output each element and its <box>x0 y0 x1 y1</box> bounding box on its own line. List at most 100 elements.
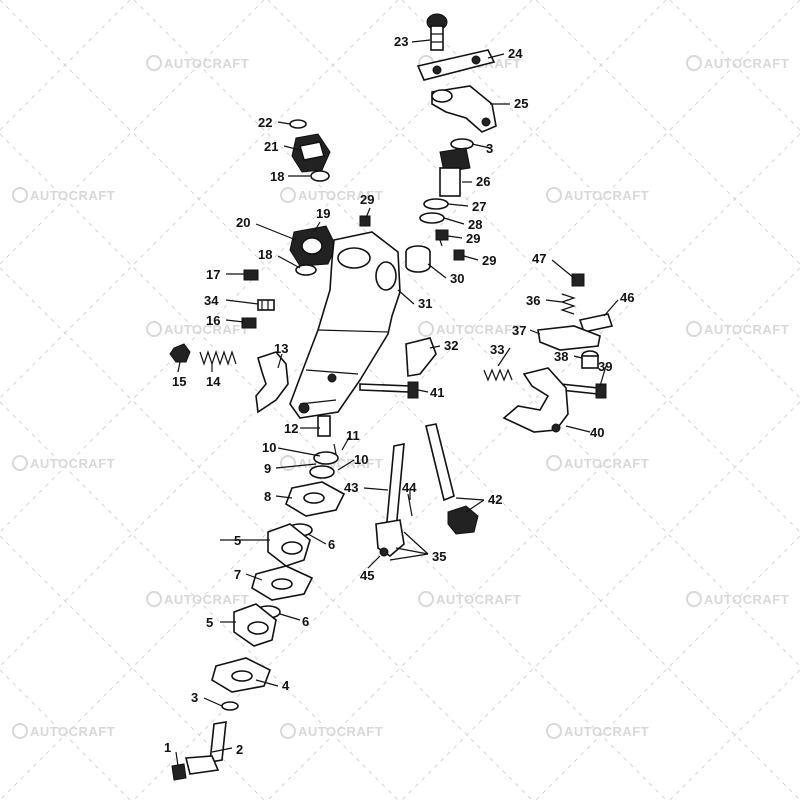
watermark: AUTOCRAFT <box>146 321 249 337</box>
callout-27: 27 <box>472 199 486 214</box>
part-small-bolt-29c <box>453 249 465 261</box>
part-top-bracket <box>431 85 497 133</box>
part-washer-27 <box>423 198 449 210</box>
callout-36: 36 <box>526 293 540 308</box>
part-plate-37 <box>537 325 601 351</box>
callout-5-lower: 5 <box>206 615 213 630</box>
part-fork-bracket-40 <box>502 367 569 433</box>
part-ring-9-lower <box>309 465 335 479</box>
part-gear-21 <box>291 133 331 173</box>
watermark-text: AUTOCRAFT <box>436 592 521 607</box>
callout-29-b: 29 <box>466 231 480 246</box>
watermark-logo-icon <box>146 591 162 607</box>
callout-44: 44 <box>402 480 417 495</box>
watermark: AUTOCRAFT <box>146 55 249 71</box>
part-bracket-32 <box>405 337 437 377</box>
part-cam-plate-5-lower <box>233 603 277 647</box>
part-bolt-41 <box>359 381 419 399</box>
part-washer-28 <box>419 212 445 224</box>
part-fitting-34 <box>257 299 275 311</box>
callout-12: 12 <box>284 421 298 436</box>
part-ring-9 <box>313 451 339 465</box>
watermark: AUTOCRAFT <box>12 187 115 203</box>
callout-39: 39 <box>598 359 612 374</box>
watermark: AUTOCRAFT <box>546 723 649 739</box>
callout-29-a: 29 <box>360 192 374 207</box>
callout-47: 47 <box>532 251 546 266</box>
callout-46: 46 <box>620 290 634 305</box>
parts-layer <box>169 13 614 781</box>
callout-6-lower: 6 <box>302 614 309 629</box>
callout-43: 43 <box>344 480 358 495</box>
watermark-logo-icon <box>546 187 562 203</box>
callout-9: 9 <box>264 461 271 476</box>
part-spring-33 <box>483 368 513 382</box>
part-bushing-38 <box>581 350 599 369</box>
callout-37: 37 <box>512 323 526 338</box>
callout-30: 30 <box>450 271 464 286</box>
part-pin-11 <box>333 443 337 455</box>
part-synchro-plate-7 <box>251 565 314 601</box>
callout-29-c: 29 <box>482 253 496 268</box>
watermark-text: AUTOCRAFT <box>564 188 649 203</box>
watermark-logo-icon <box>418 591 434 607</box>
part-spring-14 <box>199 350 237 366</box>
watermark-text: AUTOCRAFT <box>704 56 789 71</box>
watermark-text: AUTOCRAFT <box>436 322 521 337</box>
part-gear-19 <box>289 225 337 267</box>
watermark-logo-icon <box>280 187 296 203</box>
watermark-text: AUTOCRAFT <box>564 724 649 739</box>
watermark: AUTOCRAFT <box>686 321 789 337</box>
watermark-text: AUTOCRAFT <box>164 592 249 607</box>
callout-19: 19 <box>316 206 330 221</box>
callout-6-upper: 6 <box>328 537 335 552</box>
part-nut-15 <box>169 343 191 363</box>
watermark-logo-icon <box>418 321 434 337</box>
watermark-text: AUTOCRAFT <box>164 322 249 337</box>
watermark-logo-icon <box>546 455 562 471</box>
callout-4: 4 <box>282 678 290 693</box>
part-shoulder-bolt <box>426 13 448 51</box>
callout-7: 7 <box>234 567 241 582</box>
watermark-text: AUTOCRAFT <box>704 592 789 607</box>
callout-8: 8 <box>264 489 271 504</box>
watermark-layer: AUTOCRAFT AUTOCRAFT AUTOCRAFT AUTOCRAFT AUTO… <box>12 55 789 739</box>
watermark: AUTOCRAFT <box>686 55 789 71</box>
callout-17: 17 <box>206 267 220 282</box>
part-fitting-17 <box>243 269 259 281</box>
callout-21: 21 <box>264 139 278 154</box>
callout-18-lower: 18 <box>258 247 272 262</box>
callout-45: 45 <box>360 568 374 583</box>
part-washer-3-lower <box>221 701 239 711</box>
callout-18-upper: 18 <box>270 169 284 184</box>
callout-33: 33 <box>490 342 504 357</box>
watermark-logo-icon <box>12 455 28 471</box>
watermark-text: AUTOCRAFT <box>30 456 115 471</box>
callout-16: 16 <box>206 313 220 328</box>
callout-23: 23 <box>394 34 408 49</box>
callout-10-left: 10 <box>262 440 276 455</box>
watermark-logo-icon <box>686 321 702 337</box>
watermark-text: AUTOCRAFT <box>564 456 649 471</box>
callout-40: 40 <box>590 425 604 440</box>
part-pinion-shaft <box>439 147 471 197</box>
part-fitting-47 <box>571 273 585 287</box>
callout-38: 38 <box>554 349 568 364</box>
callout-32: 32 <box>444 338 458 353</box>
part-shift-rod-43 <box>375 443 405 558</box>
part-synchro-plate-8 <box>285 481 346 517</box>
part-washer-18-upper <box>310 170 330 182</box>
watermark-logo-icon <box>686 591 702 607</box>
part-main-housing <box>289 231 401 419</box>
part-shaft-2 <box>184 721 227 775</box>
part-small-bolt-29a <box>359 215 371 227</box>
part-washer-upper <box>450 138 474 150</box>
part-cam-plate-5-upper <box>267 523 311 567</box>
callout-35: 35 <box>432 549 446 564</box>
callout-11: 11 <box>346 428 360 443</box>
watermark-text: AUTOCRAFT <box>298 188 383 203</box>
part-fitting-16 <box>241 317 257 329</box>
part-washer-18-lower <box>295 264 317 276</box>
callout-labels: 1 2 3 3 4 5 5 6 6 7 8 9 10 10 11 12 13 1… <box>164 34 634 757</box>
